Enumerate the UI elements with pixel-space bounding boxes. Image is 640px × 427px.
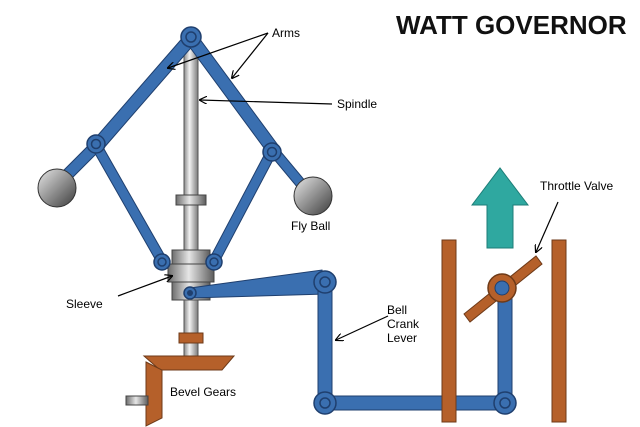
diagram-title: WATT GOVERNOR (396, 10, 627, 40)
sleeve-pin-center (187, 290, 193, 296)
bevel-shaft (125, 395, 149, 406)
valve-pipe-left (441, 239, 457, 423)
label-bell-crank-line2: Crank (387, 317, 420, 331)
pivot-joint-centers (90, 31, 278, 267)
linkage-joint-centers (319, 276, 511, 409)
label-leaders (117, 32, 559, 340)
label-arms: Arms (272, 26, 300, 40)
spindle-collar (175, 194, 207, 206)
label-bevel-gears: Bevel Gears (170, 385, 236, 399)
label-throttle-valve: Throttle Valve (540, 179, 613, 193)
label-sleeve: Sleeve (66, 297, 103, 311)
label-bell-crank-line1: Bell (387, 303, 407, 317)
bevel-gears (142, 355, 236, 427)
throttle-valve-hub-center (494, 280, 510, 296)
flow-direction-arrow (470, 167, 530, 249)
valve-pipe-right (551, 239, 567, 423)
bell-crank-lever (317, 280, 513, 411)
coupling (178, 332, 204, 344)
label-fly-ball: Fly Ball (291, 219, 330, 233)
linkage-joints (313, 270, 517, 415)
label-bell-crank-line3: Lever (387, 331, 417, 345)
fly-ball-right (293, 176, 333, 216)
spindle-lower (183, 299, 199, 361)
fly-ball-left (37, 168, 77, 208)
pivot-joints (86, 26, 282, 271)
label-spindle: Spindle (337, 97, 377, 111)
